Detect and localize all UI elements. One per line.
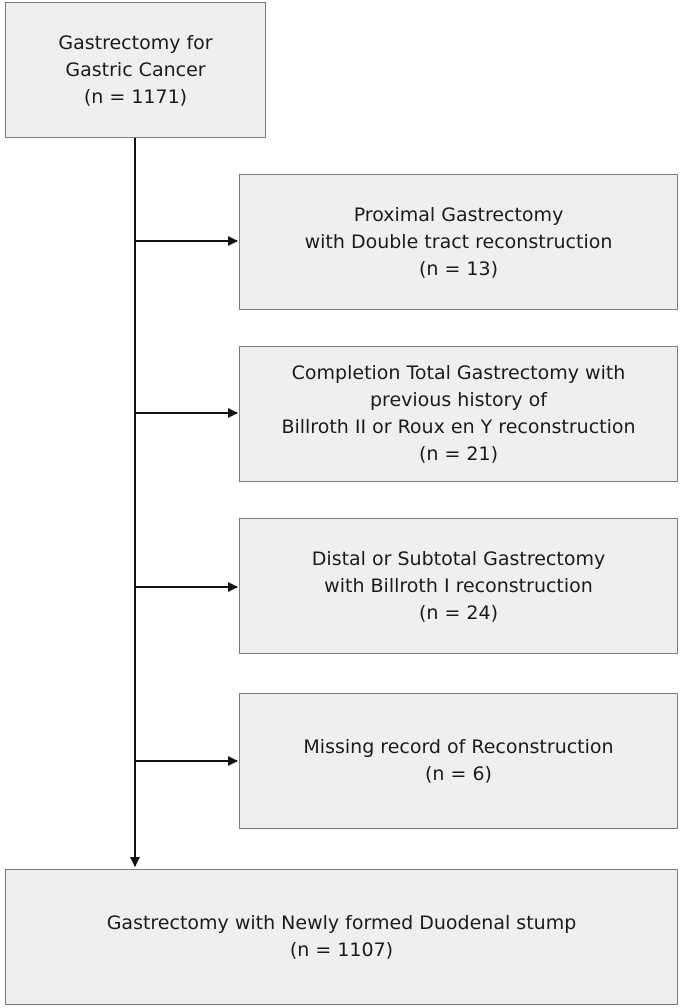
exclusion-box-missing-record: Missing record of Reconstruction (n = 6) [239,693,678,829]
start-box-line: (n = 1171) [83,85,188,108]
exclusion-box-line: (n = 21) [418,443,499,465]
final-box-line: (n = 1107) [289,939,394,961]
exclusion-box-line: (n = 6) [425,763,492,785]
exclusion-box-line: (n = 13) [418,257,499,280]
exclusion-box-line: Completion Total Gastrectomy with [291,362,626,384]
final-box: Gastrectomy with Newly formed Duodenal s… [5,869,678,1005]
exclusion-box-line: previous history of [370,389,547,411]
exclusion-box-line: with Double tract reconstruction [304,230,613,253]
exclusion-box-completion-total: Completion Total Gastrectomy with previo… [239,346,678,482]
exclusion-box-line: Proximal Gastrectomy [353,203,564,226]
exclusion-box-distal-subtotal: Distal or Subtotal Gastrectomy with Bill… [239,518,678,654]
final-box-line: Gastrectomy with Newly formed Duodenal s… [106,912,577,934]
start-box: Gastrectomy for Gastric Cancer (n = 1171… [5,2,266,138]
exclusion-box-line: with Billroth I reconstruction [324,574,593,597]
exclusion-box-line: Distal or Subtotal Gastrectomy [311,547,606,570]
exclusion-box-line: (n = 24) [418,601,499,624]
start-box-line: Gastric Cancer [65,58,206,81]
exclusion-box-line: Billroth II or Roux en Y reconstruction [281,416,636,438]
exclusion-box-line: Missing record of Reconstruction [303,736,614,758]
start-box-line: Gastrectomy for [58,31,213,54]
exclusion-box-proximal: Proximal Gastrectomy with Double tract r… [239,174,678,310]
